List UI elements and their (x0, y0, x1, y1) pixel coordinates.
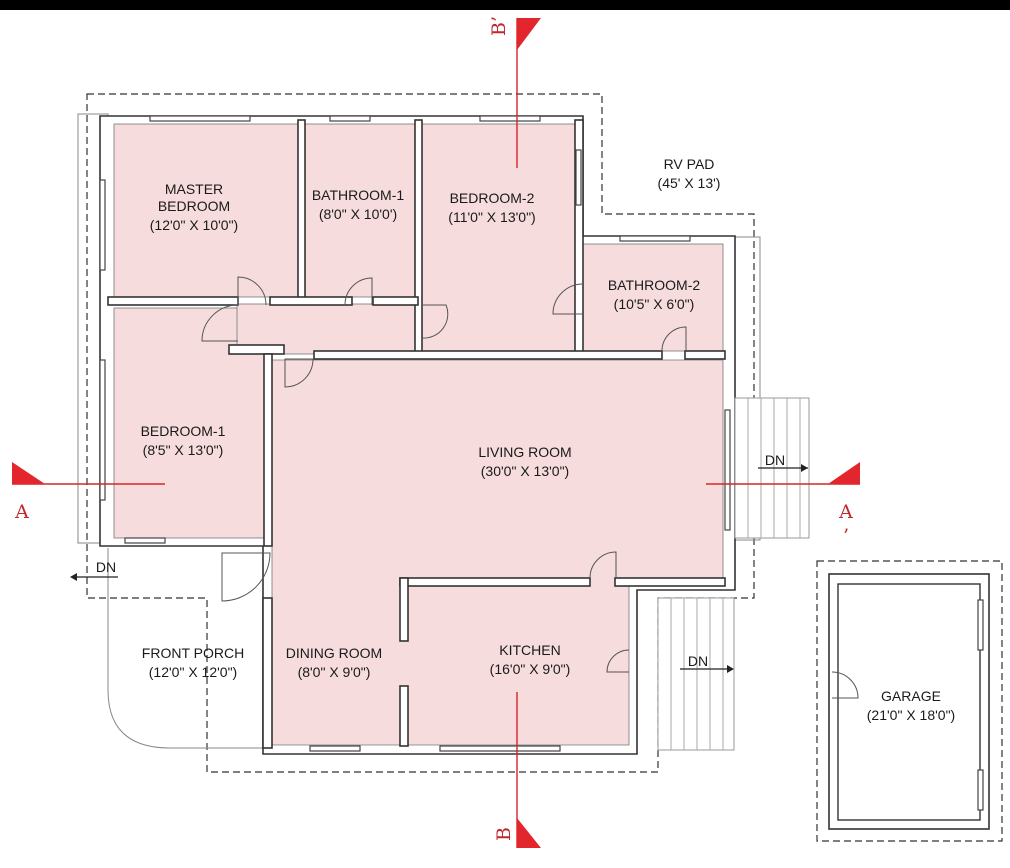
garage-side-door (831, 671, 859, 699)
living-dining-kitchen-area (271, 359, 724, 746)
master-bedroom-size: (12'0" X 10'0") (150, 217, 238, 233)
window-bath1 (329, 115, 371, 122)
bedroom-2-area (421, 123, 576, 352)
top-black-bar (0, 0, 1010, 10)
garage (828, 573, 990, 830)
wall-dining-west (262, 597, 273, 749)
window-master-west (99, 179, 106, 271)
master-bedroom-area (113, 123, 299, 298)
east-stairs (734, 397, 810, 539)
window-bed2 (479, 115, 541, 122)
window-bed2-east (575, 149, 582, 206)
door-front (221, 552, 271, 602)
wall-bath-bed2 (414, 119, 423, 355)
bathroom-2-area (582, 243, 724, 352)
wall-master-bath (297, 119, 306, 301)
section-a-flag-left (12, 462, 45, 484)
section-a-label-right-mark: ’ (843, 525, 849, 547)
section-b-flag-top (517, 18, 541, 50)
section-a-flag-right (828, 462, 860, 484)
door-kitchen (589, 551, 617, 579)
window-bed1-south (124, 537, 166, 544)
kitchen-label: KITCHEN (499, 642, 560, 658)
porch-curve (107, 548, 265, 749)
door-bed1 (201, 304, 239, 342)
rv-pad-label: RV PAD (664, 156, 715, 172)
bedroom-2-label: BEDROOM-2 (450, 190, 535, 206)
window-living-east (724, 409, 731, 531)
door-master (237, 276, 267, 306)
southeast-stairs-dn-label: DN (688, 653, 708, 669)
kitchen-size: (16'0" X 9'0") (490, 661, 571, 677)
porch-stairs-dn-label: DN (96, 559, 116, 575)
window-bed1-west (99, 359, 106, 501)
bedroom-1-size: (8'5" X 13'0") (143, 442, 224, 458)
garage-label: GARAGE (881, 688, 941, 704)
garage-dashed-outline (816, 560, 1003, 842)
door-bed2 (421, 304, 449, 339)
bedroom-1-label: BEDROOM-1 (141, 423, 226, 439)
living-room-label: LIVING ROOM (478, 444, 571, 460)
east-side-strip (732, 236, 761, 541)
wall-hall-south-left (228, 344, 285, 355)
window-master (149, 115, 251, 122)
window-kitchen (439, 745, 561, 752)
wall-kitchen-north (399, 577, 591, 587)
bathroom-1-size: (8'0" X 10'0') (319, 206, 397, 222)
wall-dining-kitchen-bottom (399, 685, 409, 747)
front-porch-label: FRONT PORCH (142, 645, 244, 661)
garage-window-top (977, 599, 984, 651)
bathroom-2-label: BATHROOM-2 (608, 277, 701, 293)
wall-living-north (313, 350, 663, 360)
wall-living-north-right (684, 350, 726, 360)
wall-master-south (107, 296, 239, 306)
master-bedroom-label: MASTER (165, 181, 223, 197)
section-b-label-bottom: B (493, 827, 515, 841)
wall-bed1-east (263, 353, 273, 547)
bathroom-1-label: BATHROOM-1 (312, 187, 405, 203)
porch-stair-arrow (70, 573, 118, 581)
section-b-flag-bottom (517, 818, 541, 848)
door-bath2-south (661, 326, 687, 352)
master-bedroom-label-line2: BEDROOM (158, 198, 230, 214)
window-dining (309, 745, 361, 752)
wall-hall-north-right (372, 296, 419, 306)
bathroom-1-area (304, 123, 416, 298)
front-porch-size: (12'0" X 12'0") (149, 664, 237, 680)
east-stairs-dn-label: DN (765, 452, 785, 468)
bedroom-2-size: (11'0" X 13'0") (448, 209, 535, 225)
door-living-hall (284, 358, 314, 388)
door-bath2-west (552, 283, 584, 315)
living-room-size: (30'0" X 13'0") (481, 463, 569, 479)
section-a-label-left: A (14, 501, 29, 523)
dining-room-size: (8'0" X 9'0") (298, 664, 371, 680)
window-bath2 (619, 235, 691, 242)
wall-kitchen-north-right (614, 577, 726, 587)
garage-size: (21'0" X 18'0") (867, 707, 955, 723)
wall-hall-north-mid (269, 296, 353, 306)
dining-room-label: DINING ROOM (286, 645, 382, 661)
door-bath1 (344, 277, 373, 306)
section-b-label-top: B’ (488, 16, 510, 36)
wall-dining-kitchen-top (399, 577, 409, 642)
garage-window-bottom (977, 769, 984, 811)
door-kitchen-east (606, 649, 630, 673)
section-a-label-right: A (838, 501, 853, 523)
rv-pad-size: (45' X 13') (658, 175, 721, 191)
bathroom-2-size: (10'5" X 6'0") (614, 296, 695, 312)
southeast-stairs (657, 597, 735, 751)
